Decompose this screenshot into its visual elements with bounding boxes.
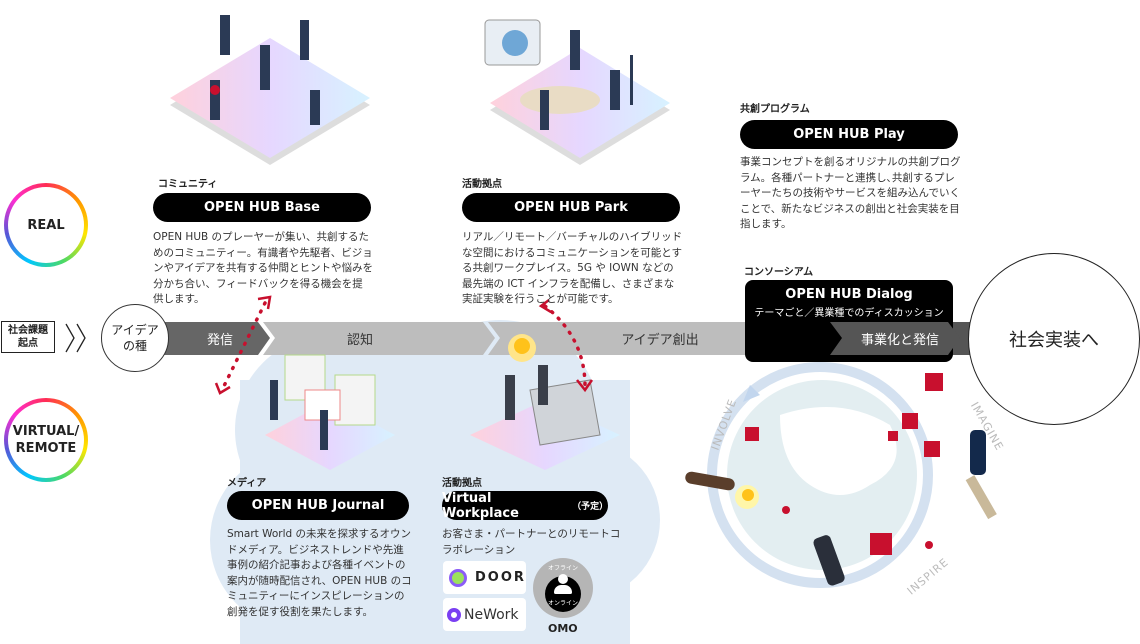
origin-line1: 社会課題 <box>8 325 48 336</box>
door-icon <box>449 568 467 587</box>
real-label: REAL <box>8 187 84 263</box>
idea-seed-circle: アイデア の種 <box>101 304 169 372</box>
journal-description: Smart World の未来を探求するオウンドメディア。ビジネストレンドや先進… <box>227 528 412 618</box>
nework-logo[interactable]: NeWork <box>443 598 526 631</box>
play-description: 事業コンセプトを創るオリジナルの共創プログラム。各種パートナーと連携し､共創する… <box>740 156 961 230</box>
park-description: リアル／リモート／バーチャルのハイブリッドな空間におけるコミュニケーションを可能… <box>462 231 683 305</box>
flow-seg-1 <box>160 322 270 355</box>
workplace-illustration <box>470 334 620 470</box>
origin-line2: 起点 <box>18 338 38 349</box>
park-category: 活動拠点 <box>462 179 502 190</box>
omo-label: OMO <box>548 622 578 635</box>
omo-icon: オフライン オンライン <box>533 558 593 618</box>
dotted-arrow-base-journal <box>214 295 272 395</box>
workplace-title-note: （予定） <box>572 502 609 512</box>
flow-label-ninchi: 認知 <box>346 333 373 348</box>
journal-category: メディア <box>227 478 267 489</box>
flow-label-hasshin: 発信 <box>206 333 233 348</box>
person-body-icon <box>554 585 572 594</box>
community-illustration <box>170 15 370 165</box>
dialog-subtitle: テーマごと／異業種でのディスカッション <box>754 308 944 319</box>
globe-illustration <box>685 362 997 588</box>
door-label: DOOR <box>475 570 526 585</box>
dialog-category: コンソーシアム <box>744 267 814 278</box>
goal-circle: 社会実装へ <box>968 253 1140 425</box>
flow-seg-4-overlay <box>830 322 960 355</box>
dotted-arrow-park-workplace <box>538 299 594 393</box>
journal-illustration <box>265 354 395 470</box>
virtual-axis-label: VIRTUAL/ REMOTE <box>4 398 88 482</box>
goal-label: 社会実装へ <box>1009 330 1099 351</box>
origin-box: 社会課題 起点 <box>1 321 55 353</box>
person-head-icon <box>558 574 568 584</box>
nework-icon <box>447 607 461 622</box>
flow-label-business: 事業化と発信 <box>860 333 939 348</box>
seed-line1: アイデア <box>111 323 159 337</box>
virtual-label: VIRTUAL/ REMOTE <box>8 402 84 478</box>
journal-title-button[interactable]: OPEN HUB Journal <box>227 491 409 520</box>
base-category: コミュニティ <box>158 179 218 190</box>
play-category: 共創プログラム <box>740 104 810 115</box>
nework-label: NeWork <box>464 606 519 623</box>
play-title-button[interactable]: OPEN HUB Play <box>740 120 958 149</box>
park-title-button[interactable]: OPEN HUB Park <box>462 193 680 222</box>
flow-seg-2 <box>263 322 495 355</box>
door-logo[interactable]: DOOR <box>443 561 526 594</box>
workplace-title: Virtual Workplace <box>442 490 519 521</box>
workplace-category: 活動拠点 <box>442 478 482 489</box>
base-description: OPEN HUB のプレーヤーが集い、共創するためのコミュニティー。有識者や先駆… <box>153 231 373 305</box>
omo-offline: オフライン <box>547 565 578 572</box>
base-title-button[interactable]: OPEN HUB Base <box>153 193 371 222</box>
real-axis-label: REAL <box>4 183 88 267</box>
workplace-description: お客さま・パートナーとのリモートコラボレーション <box>442 528 621 556</box>
workplace-title-button[interactable]: Virtual Workplace （予定） <box>442 490 609 521</box>
dialog-title: OPEN HUB Dialog <box>785 287 913 302</box>
park-illustration <box>484 19 670 165</box>
seed-line2: の種 <box>122 339 147 353</box>
flow-label-idea: アイデア創出 <box>621 333 699 348</box>
double-chevron-icon <box>65 323 86 353</box>
omo-online: オンライン <box>547 600 578 607</box>
